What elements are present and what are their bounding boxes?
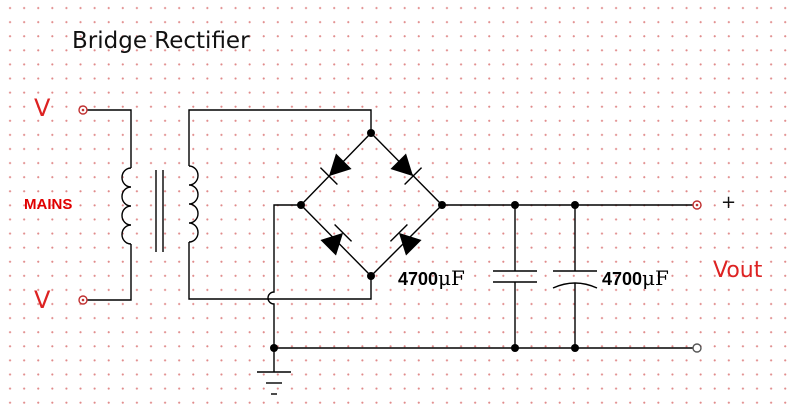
primary-coil xyxy=(121,167,132,245)
input-top-label: V xyxy=(34,94,51,122)
diagram-title: Bridge Rectifier xyxy=(72,28,250,54)
terminal-output-negative xyxy=(692,343,702,353)
capacitor-2-value: 4700 xyxy=(602,269,643,289)
junction-dot xyxy=(438,201,446,209)
diode-lower-right xyxy=(389,223,422,256)
junction-dot xyxy=(297,201,305,209)
diode-upper-left xyxy=(319,153,352,186)
transformer-core xyxy=(155,170,164,252)
capacitor-1-unit: μF xyxy=(438,266,465,290)
junction-dot xyxy=(511,344,519,352)
diode-lower-left xyxy=(320,223,353,256)
negative-rail-crossover xyxy=(267,204,301,348)
output-terminals xyxy=(692,200,702,353)
junction-dots xyxy=(270,129,579,352)
input-bottom-label: V xyxy=(34,286,51,314)
junction-dot xyxy=(571,201,579,209)
secondary-wiring xyxy=(188,109,372,300)
junction-dot xyxy=(571,344,579,352)
secondary-coil xyxy=(188,165,199,243)
junction-dot xyxy=(270,344,278,352)
bridge-diamond-wires xyxy=(300,132,443,277)
input-terminals xyxy=(78,105,88,305)
capacitor-2-unit: μF xyxy=(642,266,669,290)
capacitor-1-value: 4700 xyxy=(398,269,439,289)
capacitor-1-symbol xyxy=(493,205,537,348)
output-positive-label: + xyxy=(721,192,737,213)
primary-wiring xyxy=(87,109,132,301)
junction-dot xyxy=(367,272,375,280)
junction-dot xyxy=(511,201,519,209)
ground-symbol xyxy=(257,348,291,395)
output-vout-label: Vout xyxy=(713,258,763,283)
capacitor-2-symbol xyxy=(552,205,598,348)
output-rails xyxy=(274,204,697,349)
capacitor-1-label: 4700μF xyxy=(398,268,465,288)
mains-label: MAINS xyxy=(24,196,73,213)
capacitor-2-label: 4700μF xyxy=(602,268,669,288)
diode-upper-right xyxy=(390,153,423,186)
junction-dot xyxy=(367,129,375,137)
